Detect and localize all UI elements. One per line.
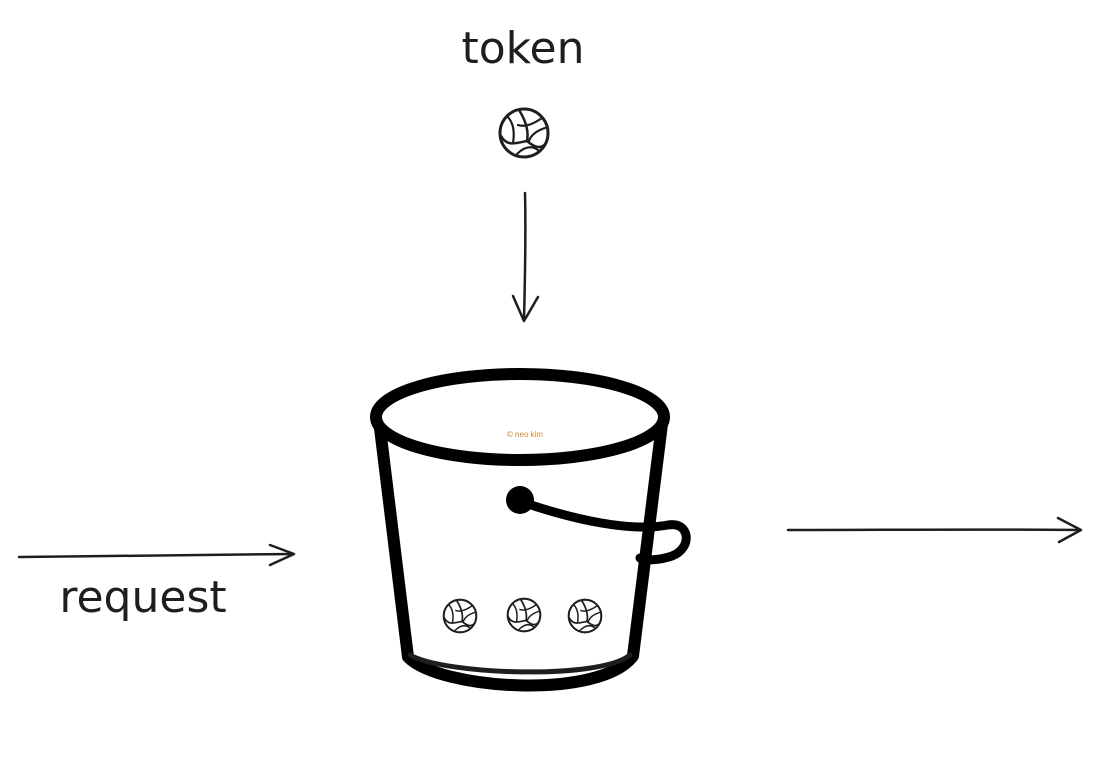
bucket-token-1-volleyball-icon bbox=[442, 598, 478, 634]
bucket-icon bbox=[370, 368, 691, 692]
token-arrow-down-icon bbox=[511, 191, 540, 323]
token-label: token bbox=[461, 23, 584, 74]
watermark-text: © neo kim bbox=[507, 430, 543, 439]
request-label: request bbox=[59, 572, 226, 623]
bucket-token-3-volleyball-icon bbox=[567, 598, 603, 634]
incoming-arrow-right-icon bbox=[17, 543, 296, 567]
outgoing-arrow-right-icon bbox=[786, 516, 1083, 544]
bucket-token-2-volleyball-icon bbox=[506, 597, 542, 633]
token-volleyball-icon bbox=[498, 107, 550, 159]
